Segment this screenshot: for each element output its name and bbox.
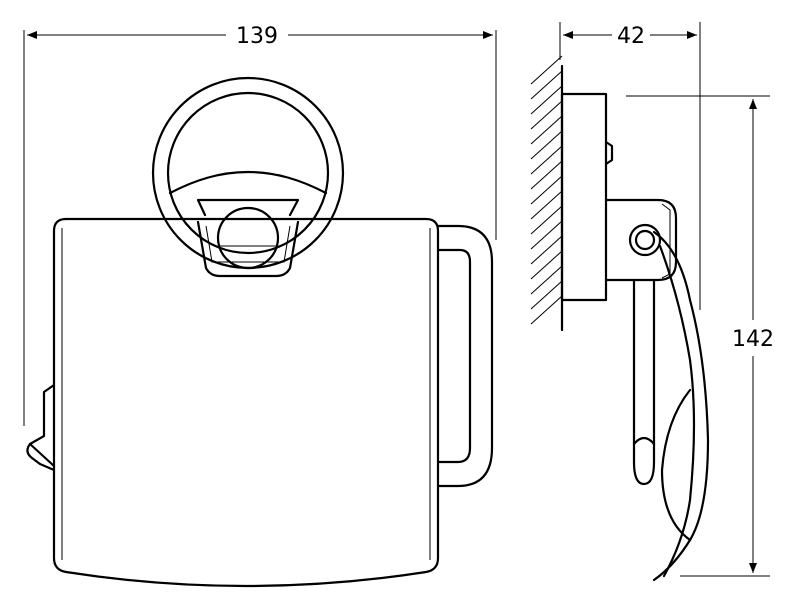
wall-hatch-line <box>530 160 563 190</box>
depth-dimension-label: 42 <box>617 24 645 49</box>
wall-hatch-line <box>530 280 563 310</box>
wall-hatch-line <box>530 100 563 130</box>
cover-profile <box>652 230 710 582</box>
wall-hatch-line <box>530 130 563 160</box>
mount-screw <box>604 140 614 166</box>
side-handle <box>436 224 494 488</box>
cover-plate <box>52 217 440 588</box>
wall-hatch-line <box>530 145 563 175</box>
height-dimension-label: 142 <box>732 327 774 352</box>
wall <box>530 55 564 332</box>
width-dimension: 139 <box>27 24 493 49</box>
width-dimension-label: 139 <box>236 24 278 49</box>
front-view <box>23 30 497 588</box>
wall-hatch-line <box>530 295 563 325</box>
wall-hatch-line <box>530 205 563 235</box>
side-view <box>530 22 770 582</box>
depth-dimension: 42 <box>563 24 697 49</box>
side-hinge-block <box>604 198 678 282</box>
wall-hatch-line <box>530 70 563 100</box>
hinge-knob <box>196 206 300 278</box>
wall-hatch-line <box>530 220 563 250</box>
side-arm <box>632 278 656 486</box>
wall-hatch-line <box>530 115 563 145</box>
mount-base <box>560 92 608 302</box>
height-dimension: 142 <box>732 99 774 573</box>
wall-hatch-line <box>530 250 563 280</box>
wall-hatch-line <box>530 190 563 220</box>
mount-ring <box>151 76 345 270</box>
wall-hatch-line <box>530 85 563 115</box>
wall-hatch-line <box>530 265 563 295</box>
wall-hatch-line <box>530 55 563 85</box>
wall-hatch-line <box>530 175 563 205</box>
paper-pin <box>26 383 56 472</box>
wall-hatch-line <box>530 235 563 265</box>
